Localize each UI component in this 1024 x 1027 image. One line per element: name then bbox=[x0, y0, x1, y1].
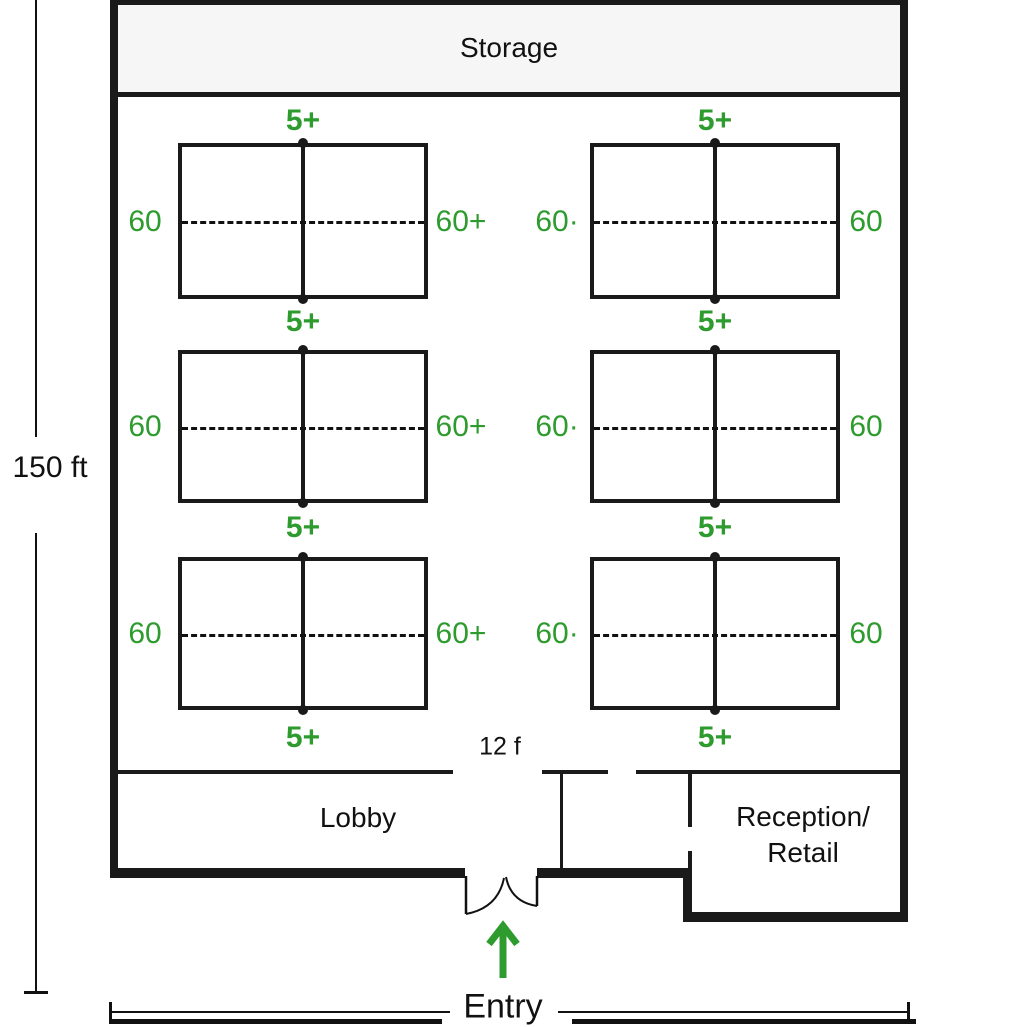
net-post-dot bbox=[710, 294, 720, 304]
court-length-label-left: 60· bbox=[535, 410, 579, 443]
building-height-dimension-label: 150 ft bbox=[12, 451, 88, 484]
court-length-label-right: 60 bbox=[849, 205, 883, 238]
wall-storage-divider bbox=[110, 92, 908, 97]
court-length-label-right: 60 bbox=[849, 410, 883, 443]
wall-bottom-mid bbox=[537, 868, 692, 878]
court-center-dashed-line bbox=[182, 221, 424, 224]
entry-door-swing-icon bbox=[464, 876, 539, 915]
wall-vestibule bbox=[560, 770, 563, 873]
storage-room-area bbox=[118, 5, 900, 93]
entry-dimension-tick-right bbox=[907, 1002, 910, 1024]
court-center-dashed-line bbox=[182, 633, 424, 637]
court-length-label-right: 60 bbox=[849, 617, 883, 650]
net-width-label: 5+ bbox=[285, 104, 321, 137]
net-width-label: 5+ bbox=[285, 511, 321, 544]
net-post-dot bbox=[298, 138, 308, 148]
entry-baseline-right bbox=[572, 1019, 916, 1024]
net-post-dot bbox=[298, 294, 308, 304]
net-width-label: 5+ bbox=[697, 511, 733, 544]
wall-lobby-top-1 bbox=[110, 770, 453, 774]
court bbox=[590, 138, 840, 304]
wall-reception-partition-lower bbox=[688, 851, 692, 873]
net-width-label: 5+ bbox=[697, 721, 733, 754]
net-width-label: 5+ bbox=[285, 305, 321, 338]
wall-right bbox=[900, 0, 908, 922]
entry-label: Entry bbox=[463, 987, 543, 1026]
wall-lobby-top-3 bbox=[636, 770, 900, 774]
net-width-label: 5+ bbox=[697, 305, 733, 338]
net-width-label: 5+ bbox=[285, 721, 321, 754]
court-length-label-left: 60 bbox=[128, 205, 162, 238]
height-dimension-line-lower bbox=[35, 533, 37, 993]
net-post-dot bbox=[710, 345, 720, 355]
entry-baseline-left bbox=[110, 1019, 442, 1024]
court-length-label-right: 60+ bbox=[435, 410, 487, 443]
net-post-dot bbox=[298, 705, 308, 715]
net-post-dot bbox=[298, 498, 308, 508]
entry-dimension-line-left bbox=[110, 1011, 450, 1013]
net-post-dot bbox=[710, 498, 720, 508]
court bbox=[590, 552, 840, 715]
reception-room-label-line2: Retail bbox=[767, 837, 839, 868]
entry-dimension-tick-left bbox=[109, 1002, 112, 1024]
wall-reception-left-outer bbox=[683, 868, 692, 922]
court-center-dashed-line bbox=[594, 426, 836, 430]
court-length-label-left: 60· bbox=[535, 617, 579, 650]
net-post-dot bbox=[710, 705, 720, 715]
court-length-label-left: 60· bbox=[535, 205, 579, 238]
storage-room-label: Storage bbox=[459, 32, 559, 63]
wall-top bbox=[110, 0, 908, 5]
court-center-dashed-line bbox=[594, 221, 836, 224]
net-post-dot bbox=[710, 552, 720, 562]
entry-arrow-icon bbox=[486, 920, 520, 978]
wall-reception-partition-upper bbox=[688, 770, 692, 827]
height-dimension-line-upper bbox=[35, 0, 37, 437]
wall-lobby-top-2 bbox=[542, 770, 608, 774]
wall-left bbox=[110, 0, 118, 878]
entry-dimension-line-right bbox=[558, 1011, 910, 1013]
court bbox=[178, 552, 428, 715]
reception-room-label-line1: Reception/ bbox=[736, 801, 870, 832]
court-length-label-right: 60+ bbox=[435, 205, 487, 238]
net-post-dot bbox=[298, 345, 308, 355]
wall-bottom-left bbox=[110, 868, 465, 878]
height-dimension-end-tick bbox=[24, 991, 48, 994]
court-center-dashed-line bbox=[182, 426, 424, 430]
court-length-label-left: 60 bbox=[128, 410, 162, 443]
court bbox=[178, 138, 428, 304]
net-width-label: 5+ bbox=[697, 104, 733, 137]
door-width-dimension-label: 12 f bbox=[479, 732, 521, 761]
court-center-dashed-line bbox=[594, 633, 836, 637]
court bbox=[178, 345, 428, 508]
wall-reception-bottom bbox=[683, 912, 908, 922]
net-post-dot bbox=[298, 552, 308, 562]
court-length-label-right: 60+ bbox=[435, 617, 487, 650]
net-post-dot bbox=[710, 138, 720, 148]
lobby-room-label: Lobby bbox=[319, 802, 397, 833]
court bbox=[590, 345, 840, 508]
court-length-label-left: 60 bbox=[128, 617, 162, 650]
